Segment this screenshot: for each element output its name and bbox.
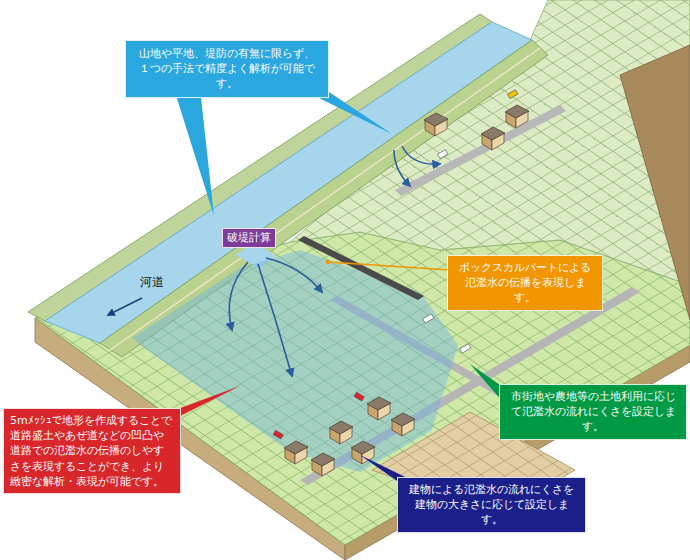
callout-box: 山地や平地、堤防の有無に限らず、１つの手法で精度よく解析が可能です。 [125,40,329,98]
callout-text: 破堤計算 [227,230,271,245]
river-label: 河道 [140,274,164,291]
breach-tag: 破堤計算 [222,228,276,248]
label-text: 河道 [140,275,164,289]
callout-box: ボックスカルバートによる氾濫水の伝播を表現します。 [447,255,603,311]
cliff-face [620,45,690,320]
callout-box: 5mﾒｯｼｭで地形を作成することで道路盛土やあぜ道などの凹凸や道路での氾濫水の伝… [3,408,181,494]
callout-text: 建物による氾濫水の流れにくさを建物の大きさに応じて設定します。 [404,482,579,528]
callout-text: 市街地や農地等の土地利用に応じて氾濫水の流れにくさを設定します。 [506,389,680,435]
box-culvert [298,236,424,300]
callout-text: 山地や平地、堤防の有無に限らず、１つの手法で精度よく解析が可能です。 [135,46,319,92]
river-direction-arrow [108,298,142,315]
callout-text: 5mﾒｯｼｭで地形を作成することで道路盛土やあぜ道などの凹凸や道路での氾濫水の伝… [10,413,174,489]
callout-text: ボックスカルバートによる氾濫水の伝播を表現します。 [455,260,595,306]
callout-box: 建物による氾濫水の流れにくさを建物の大きさに応じて設定します。 [397,477,586,533]
leader-dot [326,260,330,264]
flow-arrows [229,146,440,376]
leader-line [328,262,450,270]
callout-box: 市街地や農地等の土地利用に応じて氾濫水の流れにくさを設定します。 [499,384,687,440]
